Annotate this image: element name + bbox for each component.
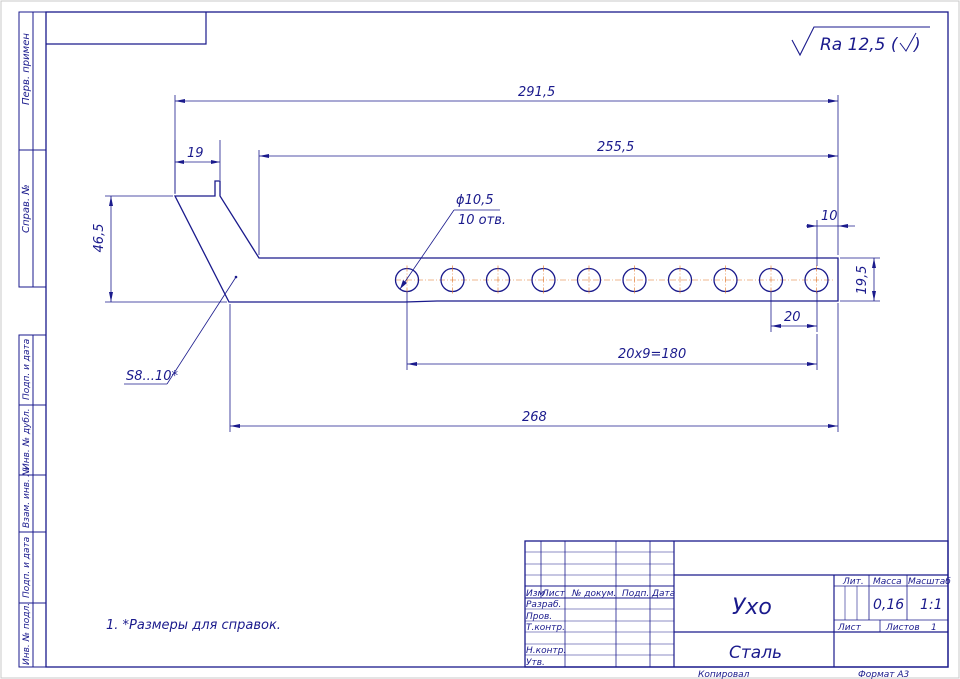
dim-strip-width — [840, 257, 880, 302]
dim-overall-length — [174, 95, 839, 255]
hole-count-label: 10 отв. — [458, 213, 506, 228]
dim-268-label: 268 — [522, 410, 547, 425]
tb-mass-label: Масса — [873, 577, 902, 587]
stamp-sprav-no: Справ. № — [21, 184, 32, 233]
tb-row-razrab: Разраб. — [526, 600, 561, 610]
dim-255-label: 255,5 — [597, 140, 634, 155]
tb-scale-value: 1:1 — [920, 597, 943, 613]
note-text: 1. *Размеры для справок. — [106, 618, 281, 633]
stamp-podp-data-2: Подп. и дата — [22, 537, 32, 598]
dim-pitch-total — [406, 292, 818, 370]
title-block — [524, 540, 949, 668]
dim-straight-length — [258, 150, 838, 255]
thickness-leader — [124, 275, 238, 385]
roughness-symbol — [791, 26, 930, 57]
tb-header-izm: Изм — [526, 589, 545, 599]
footer-copied: Копировал — [698, 670, 750, 679]
dim-end-offset — [806, 220, 855, 266]
stamp-perv-primen: Перв. примен — [21, 33, 32, 105]
top-left-box — [46, 12, 207, 45]
dim-20-label: 20 — [784, 310, 801, 325]
dim-pitch — [770, 292, 818, 332]
dim-19-label: 19 — [187, 146, 204, 161]
tb-sheets-value: 1 — [931, 623, 937, 633]
thickness-label: S8...10* — [126, 369, 178, 384]
dim-height — [105, 195, 227, 303]
left-stamp — [18, 11, 47, 668]
roughness-close: ) — [912, 35, 921, 55]
tb-sheets-label: Листов — [885, 623, 920, 633]
tb-mass-value: 0,16 — [873, 597, 904, 613]
stamp-podp-data-1: Подп. и дата — [22, 339, 32, 400]
tb-scale-label: Масштаб — [908, 577, 951, 587]
tb-row-utv: Утв. — [526, 658, 545, 668]
tb-header-list: Лист — [541, 589, 566, 599]
dim-46-label: 46,5 — [92, 224, 107, 253]
dim-10-label: 10 — [821, 209, 838, 224]
tb-header-dokum: № докум. — [571, 589, 616, 599]
dim-180-label: 20x9=180 — [618, 347, 686, 362]
tb-sheet-label: Лист — [837, 623, 862, 633]
tb-header-podp: Подп. — [622, 589, 649, 599]
dim-base-length — [229, 303, 839, 432]
stamp-inv-dubl: Инв. № дубл. — [22, 408, 32, 470]
stamp-inv-podl: Инв. № подл. — [22, 603, 32, 665]
stamp-vzam-inv: Взам. инв. № — [22, 467, 32, 528]
tb-row-nkontr: Н.контр. — [526, 646, 566, 656]
drawing-frame — [45, 11, 949, 668]
hole-row — [394, 265, 829, 295]
dim-291-label: 291,5 — [518, 85, 555, 100]
tb-row-prov: Пров. — [526, 612, 552, 622]
roughness-label: Ra 12,5 ( — [820, 35, 899, 55]
footer-format: Формат А3 — [858, 670, 910, 679]
part-material: Сталь — [729, 643, 782, 663]
hole-leader — [399, 209, 500, 290]
dim-bend-width — [174, 140, 221, 194]
tb-lit-label: Лит. — [842, 577, 864, 587]
part-title: Ухо — [732, 595, 772, 620]
tb-header-data: Дата — [651, 589, 675, 599]
dim-19-5-label: 19,5 — [855, 266, 870, 295]
tb-row-tkontr: Т.контр. — [526, 623, 565, 633]
part-outline — [173, 180, 839, 303]
hole-diameter-label: ϕ10,5 — [456, 193, 494, 208]
